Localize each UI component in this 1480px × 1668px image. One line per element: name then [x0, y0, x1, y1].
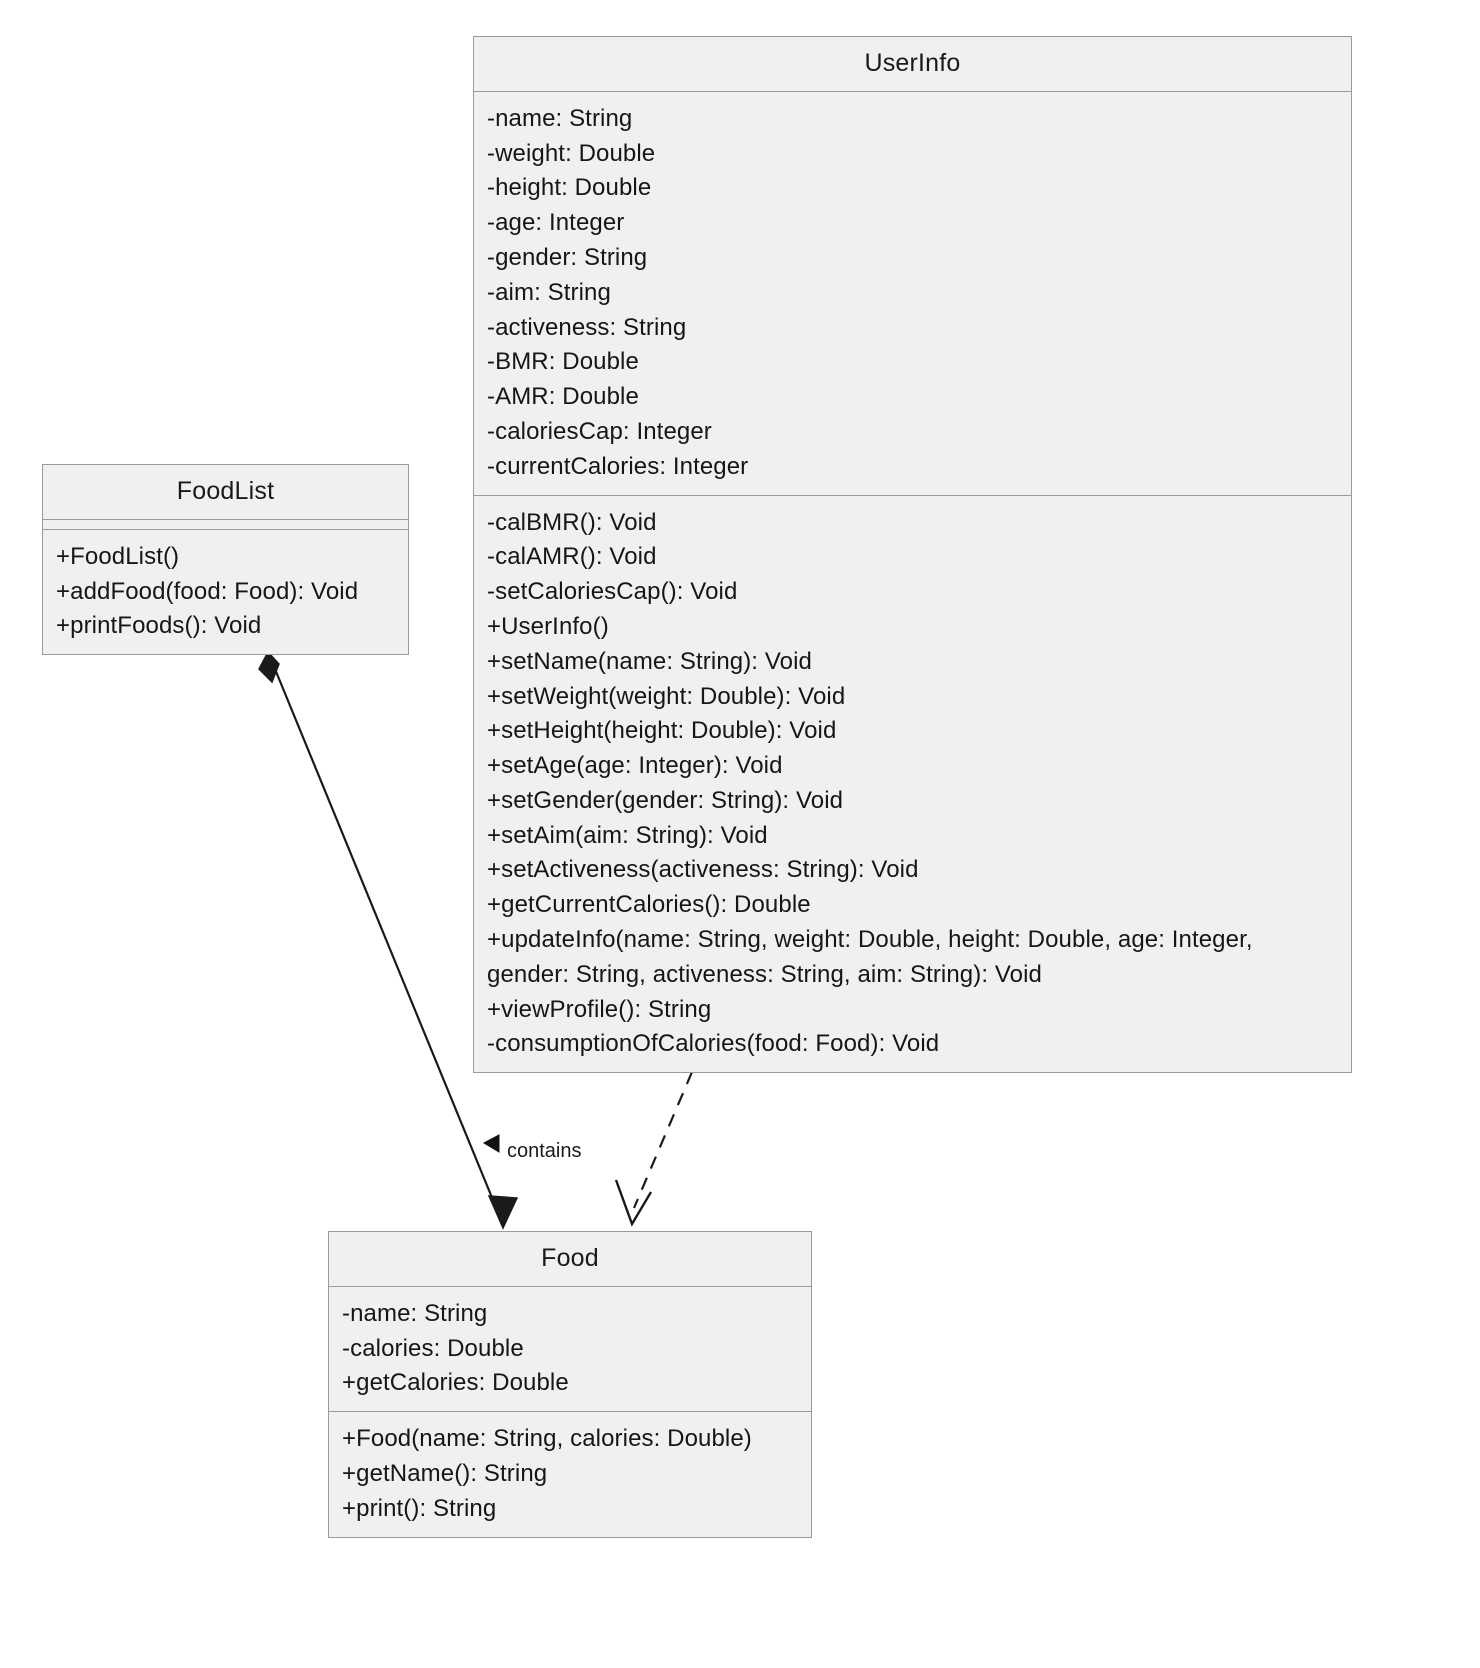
method-row: +setHeight(height: Double): Void [487, 717, 837, 745]
method-row: +addFood(food: Food): Void [56, 577, 359, 605]
attribute-row: -weight: Double [487, 139, 656, 167]
open-arrow-head-to-food [614, 1179, 653, 1227]
method-row: +UserInfo() [487, 612, 609, 640]
method-row: +setName(name: String): Void [487, 647, 812, 675]
attribute-row: -activeness: String [487, 313, 687, 341]
class-box-userinfo[interactable]: UserInfo -name: String -weight: Double -… [473, 36, 1352, 1074]
attribute-row: -name: String [487, 104, 633, 132]
attribute-row: -currentCalories: Integer [487, 452, 749, 480]
method-row: +getName(): String [342, 1459, 548, 1487]
method-row: -calAMR(): Void [487, 543, 657, 571]
method-row: -calBMR(): Void [487, 508, 657, 536]
filled-diamond-decoration [258, 650, 280, 684]
methods-compartment-userinfo: -calBMR(): Void -calAMR(): Void -setCalo… [474, 496, 1351, 1073]
method-row: +updateInfo(name: String, weight: Double… [487, 926, 1253, 988]
arrow-head-to-food [487, 1195, 519, 1230]
attribute-row: -aim: String [487, 278, 611, 306]
attribute-row: -calories: Double [342, 1334, 524, 1362]
attribute-row: -AMR: Double [487, 383, 639, 411]
attribute-row: +getCalories: Double [342, 1369, 569, 1397]
method-row: +Food(name: String, calories: Double) [342, 1425, 752, 1453]
methods-compartment-foodlist: +FoodList() +addFood(food: Food): Void +… [43, 530, 408, 654]
attributes-compartment-userinfo: -name: String -weight: Double -height: D… [474, 92, 1351, 496]
attribute-row: -gender: String [487, 243, 648, 271]
method-row: -consumptionOfCalories(food: Food): Void [487, 1030, 940, 1058]
composition-line [266, 651, 504, 1223]
relationship-userinfo-uses-food[interactable] [614, 1071, 694, 1227]
method-row: +print(): String [342, 1494, 497, 1522]
method-row: +setAge(age: Integer): Void [487, 752, 783, 780]
class-box-food[interactable]: Food -name: String -calories: Double +ge… [328, 1231, 812, 1538]
attributes-compartment-food: -name: String -calories: Double +getCalo… [329, 1287, 811, 1413]
class-name-foodlist: FoodList [43, 465, 408, 520]
attribute-row: -BMR: Double [487, 348, 639, 376]
class-name-userinfo: UserInfo [474, 37, 1351, 92]
method-row: +setWeight(weight: Double): Void [487, 682, 846, 710]
class-box-foodlist[interactable]: FoodList +FoodList() +addFood(food: Food… [42, 464, 409, 656]
contains-direction-triangle [482, 1134, 500, 1153]
attribute-row: -caloriesCap: Integer [487, 417, 712, 445]
class-name-food: Food [329, 1232, 811, 1287]
method-row: +setGender(gender: String): Void [487, 786, 844, 814]
method-row: +getCurrentCalories(): Double [487, 891, 811, 919]
methods-compartment-food: +Food(name: String, calories: Double) +g… [329, 1412, 811, 1536]
attribute-row: -age: Integer [487, 209, 625, 237]
relationship-label-contains: contains [507, 1140, 582, 1162]
attribute-row: -name: String [342, 1299, 488, 1327]
method-row: +setActiveness(activeness: String): Void [487, 856, 919, 884]
attributes-compartment-foodlist [43, 520, 408, 530]
attribute-row: -height: Double [487, 174, 652, 202]
method-row: -setCaloriesCap(): Void [487, 578, 738, 606]
method-row: +viewProfile(): String [487, 995, 712, 1023]
method-row: +printFoods(): Void [56, 612, 262, 640]
method-row: +setAim(aim: String): Void [487, 821, 768, 849]
method-row: +FoodList() [56, 542, 180, 570]
dependency-line [632, 1071, 694, 1209]
